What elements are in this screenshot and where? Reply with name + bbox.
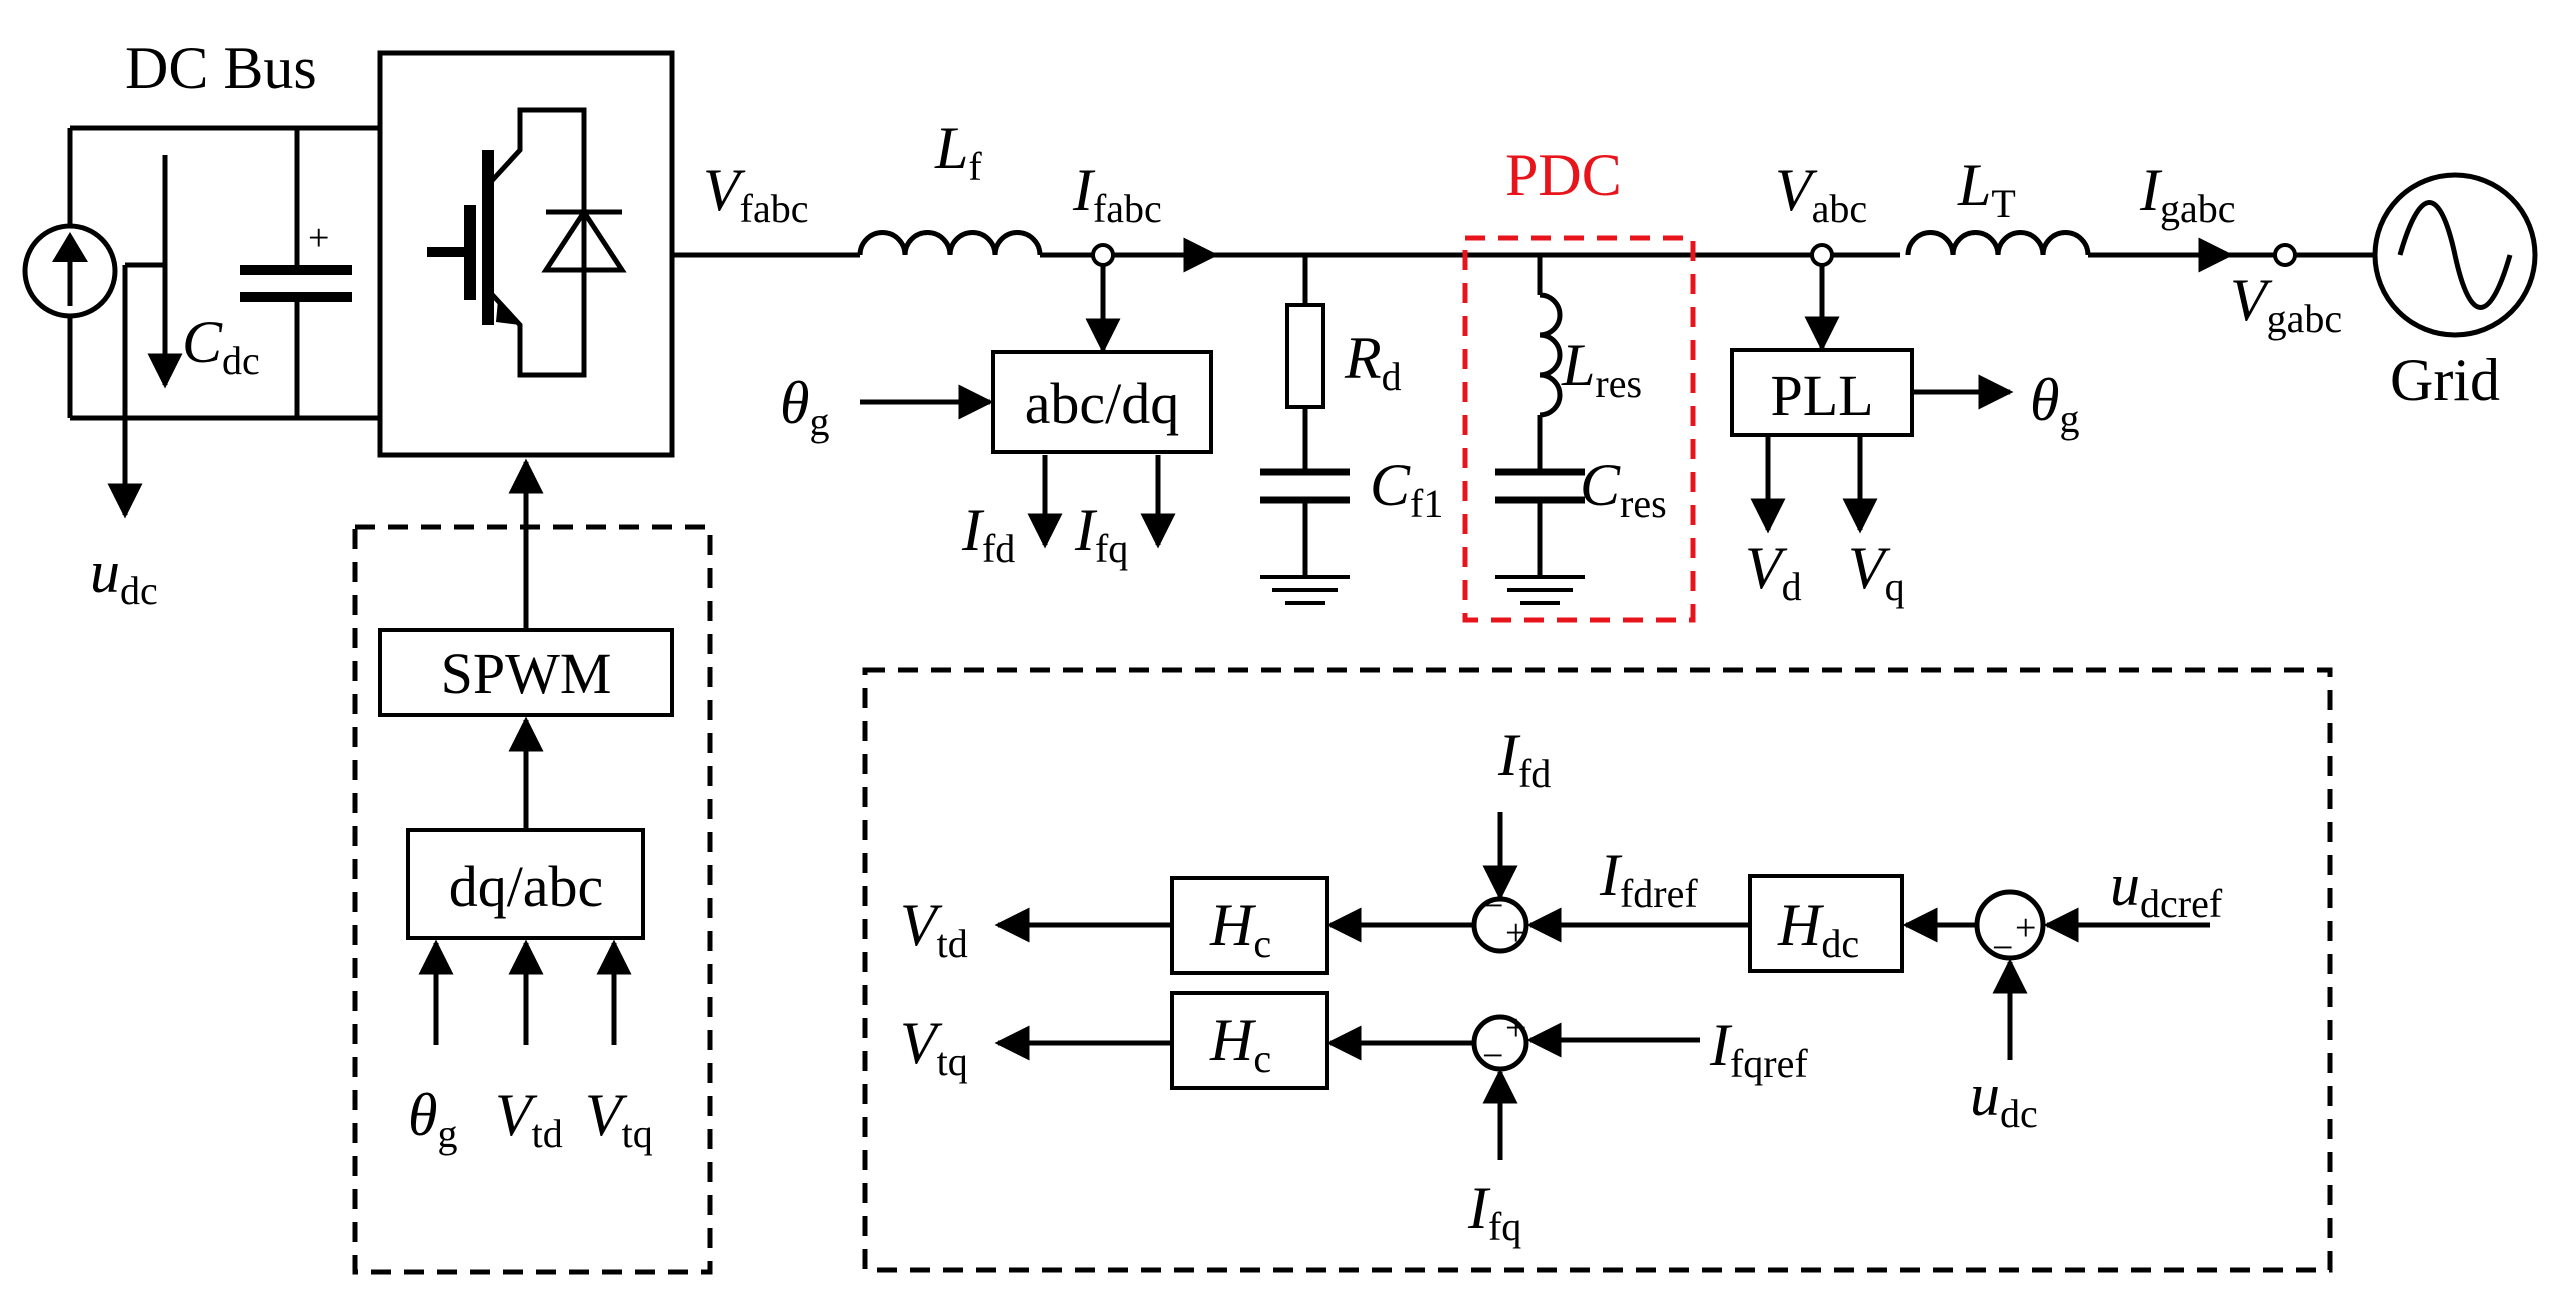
svg-text:+: + [1505,1007,1526,1049]
lt-label: LT [1957,152,2016,226]
theta-g-input: θg [408,1082,457,1156]
hdc-label: Hdc [1777,892,1859,966]
dqabc-block [406,828,645,940]
theta-g-abcdq: θg [780,370,829,444]
ground-icon [1495,575,1585,605]
dqabc-label: dq/abc [449,854,604,919]
diode-icon [541,200,627,315]
vfabc-label: Vfabc [703,157,808,231]
cres-label: Cres [1580,452,1667,526]
svg-text:+: + [2015,907,2036,949]
svg-text:−: − [1482,885,1503,927]
summing-junction-dc: − + [1974,889,2046,969]
pdc-label: PDC [1505,142,1622,208]
inverter-block [377,50,675,458]
capacitor-icon: + [240,128,352,418]
vgabc-label: Vgabc [2230,267,2342,341]
cf1-label: Cf1 [1370,452,1443,526]
ac-line: Vfabc Lf Ifabc abc/dq θg Ifd Ifq Rd [672,115,2538,623]
ifdref-label: Ifdref [1599,842,1698,916]
lres-label: Lres [1561,332,1642,406]
rd-label: Rd [1344,325,1402,399]
vtd-output-label: Vtd [900,892,968,966]
inductor-icon [857,230,1043,256]
abcdq-label: abc/dq [1025,371,1180,436]
summing-junction-q: + − [1471,1007,1529,1077]
resistor-icon [1285,303,1325,409]
modulation-controller: SPWM dq/abc θg Vtd Vtq [352,458,713,1275]
ac-source-icon [2372,172,2538,338]
hc-label-d: Hc [1209,892,1271,966]
igbt-icon [427,107,587,378]
inductor-icon [1905,230,2091,256]
ifabc-label: Ifabc [1072,157,1162,231]
ground-icon [1260,575,1350,605]
vd-output: Vd [1745,535,1802,609]
cdc-label: Cdc [182,309,260,383]
ifd-output: Ifd [961,497,1015,571]
udcref-label: udcref [2110,852,2223,926]
dc-bus: DC Bus udc + Cdc [22,35,380,613]
grid-label: Grid [2390,347,2500,413]
spwm-block [378,628,674,717]
svg-text:−: − [1482,1035,1503,1077]
hdc-block [1748,874,1904,973]
lf-label: Lf [934,115,982,189]
vtq-input: Vtq [585,1082,653,1156]
ifd-feedback-label: Ifd [1497,722,1551,796]
inductor-icon [1539,292,1563,418]
spwm-label: SPWM [441,641,612,706]
ifq-feedback-label: Ifq [1467,1175,1521,1249]
ifq-output: Ifq [1074,497,1128,571]
ifqref-label: Ifqref [1709,1012,1808,1086]
current-control-loop: Ifd − + Ifdref Hdc − + udcref udc Hc Vtd… [862,667,2333,1273]
udc-feedback-label: udc [1970,1062,2038,1136]
theta-g-pll: θg [2030,367,2079,441]
udc-label: udc [90,539,158,613]
vtd-input: Vtd [495,1082,563,1156]
svg-text:+: + [1505,912,1526,954]
vq-output: Vq [1848,535,1905,609]
vtq-output-label: Vtq [900,1010,968,1084]
svg-text:+: + [308,217,329,259]
hc-label-q: Hc [1209,1007,1271,1081]
dc-bus-title: DC Bus [125,35,317,101]
pll-label: PLL [1770,363,1873,428]
igabc-label: Igabc [2139,157,2236,231]
summing-junction-d: − + [1471,885,1529,954]
capacitor-icon [1495,468,1585,504]
pdc-box [1462,235,1696,623]
vabc-label: Vabc [1775,157,1867,231]
current-source-icon [22,223,118,319]
capacitor-icon [1260,468,1350,504]
